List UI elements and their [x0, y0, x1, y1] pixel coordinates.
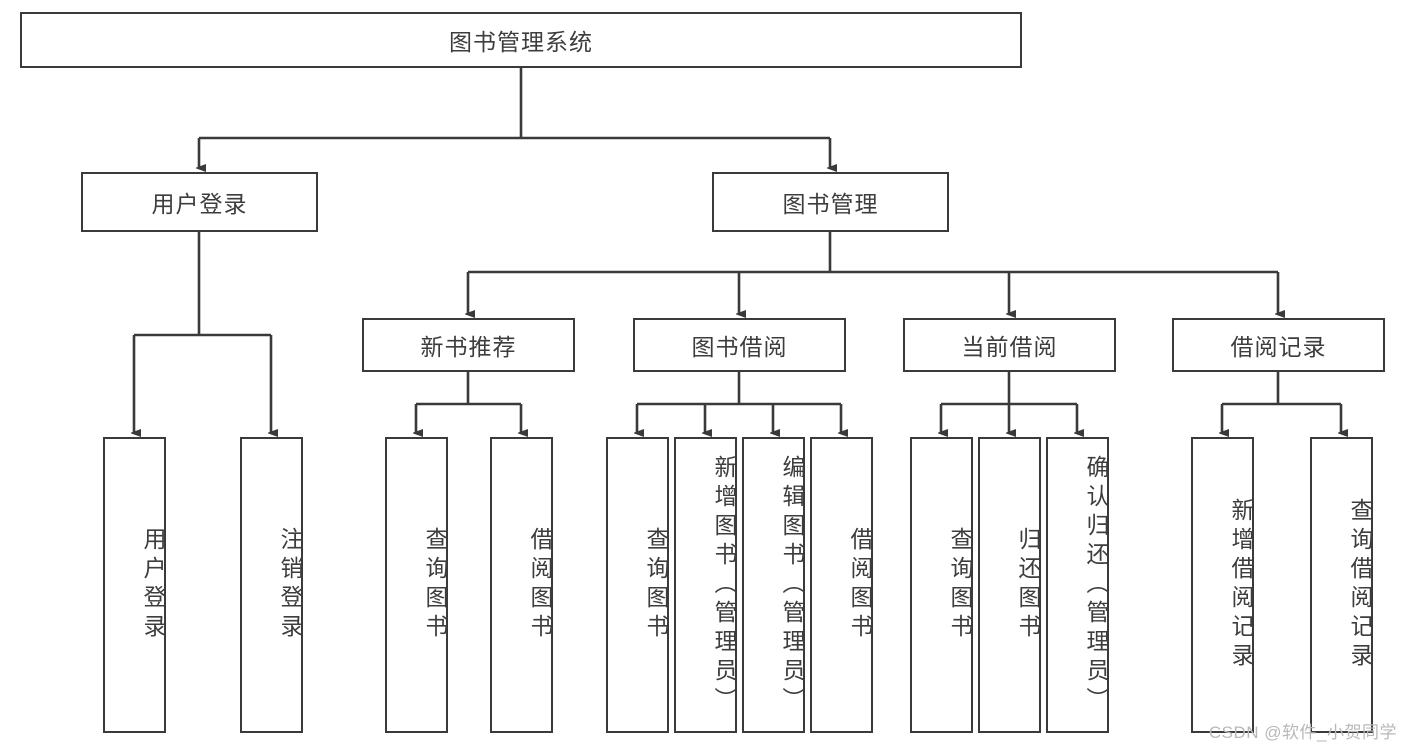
node-label: 图书借阅: [691, 334, 788, 360]
node-leaf-query-borrow-record[interactable]: 查询借阅记录: [1310, 437, 1373, 733]
node-leaf-query-book-borrow[interactable]: 查询图书: [606, 437, 669, 733]
node-label: 新书推荐: [420, 334, 517, 360]
node-book-management[interactable]: 图书管理: [712, 172, 949, 232]
node-label: 查询图书: [643, 527, 669, 643]
node-label: 新增图书（管理员）: [711, 454, 737, 716]
node-label: 归还图书: [1015, 527, 1041, 643]
node-label: 借阅图书: [847, 527, 873, 643]
node-label: 图书管理系统: [449, 29, 593, 55]
node-leaf-return-book[interactable]: 归还图书: [978, 437, 1041, 733]
node-current-borrow[interactable]: 当前借阅: [903, 318, 1116, 372]
node-label: 注销登录: [277, 527, 303, 643]
node-root-book-management-system[interactable]: 图书管理系统: [20, 12, 1022, 68]
node-new-book-recommend[interactable]: 新书推荐: [362, 318, 575, 372]
node-label: 编辑图书（管理员）: [779, 454, 805, 716]
node-label: 图书管理: [782, 191, 879, 217]
node-label: 当前借阅: [961, 334, 1058, 360]
node-leaf-edit-book-admin[interactable]: 编辑图书（管理员）: [742, 437, 805, 733]
node-leaf-add-book-admin[interactable]: 新增图书（管理员）: [674, 437, 737, 733]
node-label: 确认归还（管理员）: [1083, 454, 1109, 716]
node-leaf-user-login[interactable]: 用户登录: [103, 437, 166, 733]
node-leaf-borrow-book-newbook[interactable]: 借阅图书: [490, 437, 553, 733]
node-leaf-query-book-newbook[interactable]: 查询图书: [385, 437, 448, 733]
node-label: 新增借阅记录: [1228, 498, 1254, 672]
node-label: 查询借阅记录: [1347, 498, 1373, 672]
node-leaf-add-borrow-record[interactable]: 新增借阅记录: [1191, 437, 1254, 733]
watermark-text: CSDN @软件_小贺同学: [1208, 723, 1397, 742]
node-book-borrow[interactable]: 图书借阅: [633, 318, 846, 372]
node-leaf-confirm-return-admin[interactable]: 确认归还（管理员）: [1046, 437, 1109, 733]
node-label: 借阅记录: [1230, 334, 1327, 360]
node-label: 用户登录: [151, 191, 248, 217]
node-leaf-query-book-current[interactable]: 查询图书: [910, 437, 973, 733]
node-user-login[interactable]: 用户登录: [81, 172, 318, 232]
node-label: 用户登录: [140, 527, 166, 643]
node-label: 查询图书: [947, 527, 973, 643]
node-leaf-logout[interactable]: 注销登录: [240, 437, 303, 733]
node-label: 查询图书: [422, 527, 448, 643]
node-leaf-borrow-book[interactable]: 借阅图书: [810, 437, 873, 733]
node-borrow-record[interactable]: 借阅记录: [1172, 318, 1385, 372]
node-label: 借阅图书: [527, 527, 553, 643]
